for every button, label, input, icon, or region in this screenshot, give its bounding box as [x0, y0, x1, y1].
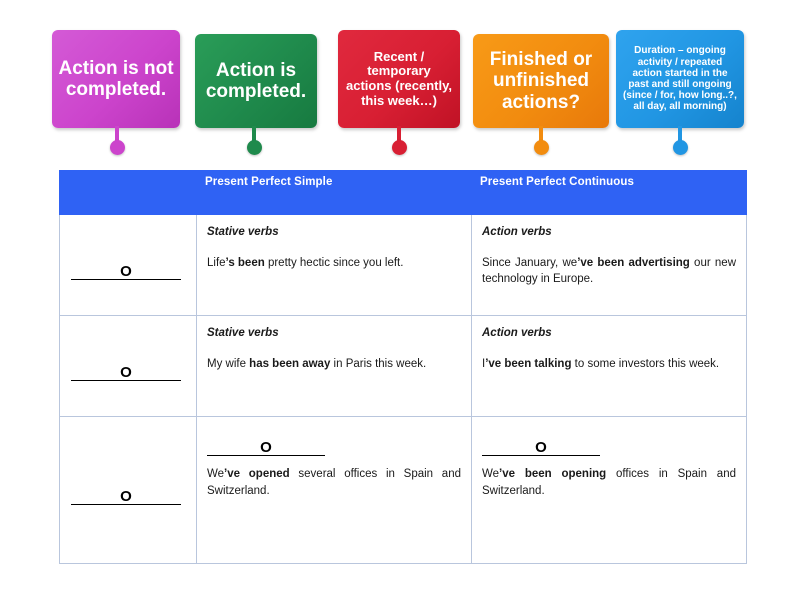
verb-type-label-simple-row2: Stative verbs: [207, 327, 279, 339]
example-sentence-simple-row1: Life’s been pretty hectic since you left…: [207, 255, 461, 272]
example-sentence-continuous-row2: I’ve been talking to some investors this…: [482, 356, 736, 373]
table-row: O Stative verbs My wife has been away in P…: [59, 315, 747, 417]
sentence-text: offices in Spain and Switzerland.: [482, 468, 736, 497]
row-label-drop-cell-2[interactable]: O: [59, 315, 197, 417]
callout-connector-stem-recent-temporary-actions: [397, 126, 401, 142]
example-sentence-simple-row3: We’ve opened several offices in Spain an…: [207, 466, 461, 499]
callout-finished-or-unfinished-actions[interactable]: Finished or unfinished actions?: [473, 34, 609, 128]
example-sentence-continuous-row1: Since January, we’ve been advertising ou…: [482, 255, 736, 288]
drop-slot-marker: O: [260, 439, 272, 456]
sentence-text: My wife: [207, 357, 250, 370]
callout-connector-stem-action-not-completed: [115, 126, 119, 142]
callout-duration-ongoing-activity[interactable]: Duration – ongoing activity / repeated a…: [616, 30, 744, 128]
sentence-highlight: ’s been: [225, 256, 265, 269]
sentence-highlight: has been away: [249, 357, 331, 370]
sentence-text: I: [482, 357, 486, 370]
header-cell-present-perfect-simple: Present Perfect Simple: [196, 170, 472, 215]
example-sentence-continuous-row3: We’ve been opening offices in Spain and …: [482, 466, 736, 499]
sentence-highlight: ’ve been talking: [485, 357, 572, 370]
verb-type-label-continuous-row2: Action verbs: [482, 327, 552, 339]
callout-connector-dot-action-completed[interactable]: [247, 140, 262, 155]
drop-slot-line: [71, 504, 181, 505]
callout-connector-dot-finished-or-unfinished-actions[interactable]: [534, 140, 549, 155]
drop-slot-holder: O: [207, 426, 461, 456]
sentence-highlight: ’ve opened: [224, 468, 290, 480]
sentence-text: in Paris this week.: [330, 357, 427, 370]
sentence-highlight: ’ve been opening: [499, 468, 607, 480]
callout-labels-tray: Action is not completed.Action is comple…: [0, 0, 800, 160]
sentence-text: several offices in Spain and Switzerland…: [207, 468, 461, 497]
present-perfect-table: Present Perfect Simple Present Perfect C…: [59, 170, 747, 564]
cell-simple-row3: O We’ve opened several offices in Spain a…: [196, 416, 472, 564]
callout-recent-temporary-actions[interactable]: Recent / temporary actions (recently, th…: [338, 30, 460, 128]
row-label-drop-cell-1[interactable]: O: [59, 214, 197, 316]
header-cell-present-perfect-continuous: Present Perfect Continuous: [471, 170, 747, 215]
sentence-text: We: [207, 468, 225, 480]
drop-slot-marker: O: [120, 263, 132, 280]
table-header-row: Present Perfect Simple Present Perfect C…: [59, 170, 747, 215]
sentence-text: Since January, we: [482, 256, 578, 269]
callout-connector-dot-duration-ongoing-activity[interactable]: [673, 140, 688, 155]
verb-type-label-simple-row1: Stative verbs: [207, 226, 279, 238]
callout-connector-stem-action-completed: [252, 126, 256, 142]
drop-slot-marker: O: [120, 364, 132, 381]
callout-connector-dot-recent-temporary-actions[interactable]: [392, 140, 407, 155]
cell-simple-row2: Stative verbs My wife has been away in Pa…: [196, 315, 472, 417]
sentence-highlight: ’ve been advertising: [577, 256, 690, 269]
drop-slot-simple-row3[interactable]: O: [207, 426, 325, 456]
callout-connector-stem-finished-or-unfinished-actions: [539, 126, 543, 142]
drop-slot-line: [71, 279, 181, 280]
verb-type-label-continuous-row1: Action verbs: [482, 226, 552, 238]
cell-continuous-row3: O We’ve been opening offices in Spain and…: [471, 416, 747, 564]
header-cell-blank: [59, 170, 197, 215]
drop-slot-row2-label[interactable]: O: [71, 351, 181, 381]
sentence-text: pretty hectic since you left.: [264, 256, 404, 269]
drop-slot-marker: O: [535, 439, 547, 456]
drop-slot-row1-label[interactable]: O: [71, 250, 181, 280]
sentence-text: We: [482, 468, 500, 480]
drop-slot-row3-label[interactable]: O: [71, 475, 181, 505]
drop-slot-line: [71, 380, 181, 381]
sentence-text: Life: [207, 256, 226, 269]
callout-connector-dot-action-not-completed[interactable]: [110, 140, 125, 155]
sentence-text: to some investors this week.: [571, 357, 720, 370]
drop-slot-marker: O: [120, 488, 132, 505]
callout-action-not-completed[interactable]: Action is not completed.: [52, 30, 180, 128]
callout-connector-stem-duration-ongoing-activity: [678, 126, 682, 142]
drop-slot-line: [207, 455, 325, 456]
drop-slot-line: [482, 455, 600, 456]
callout-action-completed[interactable]: Action is completed.: [195, 34, 317, 128]
drop-slot-continuous-row3[interactable]: O: [482, 426, 600, 456]
drop-slot-holder: O: [482, 426, 736, 456]
row-label-drop-cell-3[interactable]: O: [59, 416, 197, 564]
sentence-text: our new technology in Europe.: [482, 256, 736, 286]
example-sentence-simple-row2: My wife has been away in Paris this week…: [207, 356, 461, 373]
